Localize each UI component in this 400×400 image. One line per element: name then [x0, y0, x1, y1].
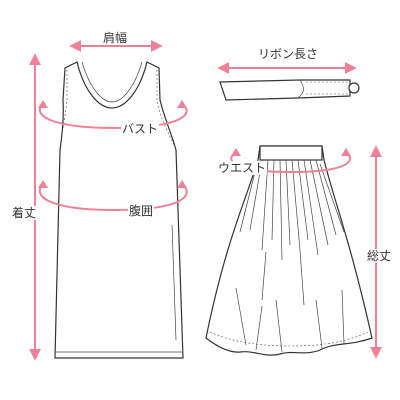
skirt-lace-panels — [235, 287, 345, 353]
skirt-body — [205, 145, 373, 356]
skirt-illustration — [205, 145, 382, 359]
total-length-label: 総丈 — [366, 249, 393, 263]
skirt-waist-loop — [230, 151, 351, 174]
ribbon-length-label: リボン長さ — [257, 47, 320, 61]
ribbon-fold — [297, 79, 304, 99]
bust-arrow-left — [38, 100, 48, 108]
skirt-waist-arrow-right — [341, 148, 351, 156]
waist-loop — [38, 183, 188, 212]
waist-arrow-left — [38, 180, 48, 188]
bust-arrow-right — [177, 100, 187, 108]
skirt-hem-stitch — [209, 331, 369, 347]
skirt-gathers — [239, 159, 345, 306]
waist-arrow-right — [177, 180, 187, 188]
bust-loop — [38, 103, 188, 130]
dress-armhole-right — [156, 70, 175, 146]
skirt-waist-arrow-left — [231, 148, 241, 156]
bust-label: バスト — [121, 122, 160, 136]
ribbon-illustration — [217, 62, 360, 101]
dress-side-slit — [171, 224, 177, 341]
shoulder-width-label: 肩幅 — [102, 31, 129, 45]
dress-neckline-binding — [81, 61, 143, 103]
ribbon-texture — [306, 81, 348, 95]
dress-length-label: 着丈 — [11, 206, 38, 220]
waist-label: 腹囲 — [128, 204, 155, 218]
skirt-waist-label: ウエスト — [217, 161, 268, 175]
skirt-waistband — [259, 145, 323, 161]
ribbon-band — [219, 79, 351, 101]
ribbon-ring — [348, 82, 360, 94]
